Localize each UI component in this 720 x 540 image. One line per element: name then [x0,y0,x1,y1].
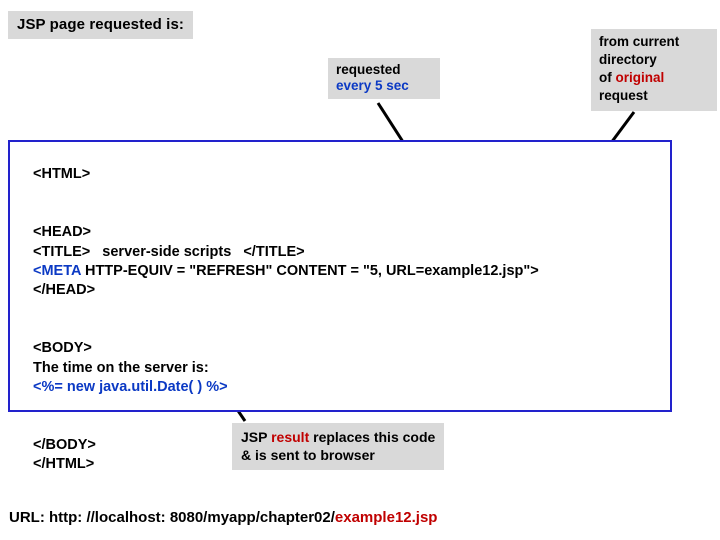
code-line-body-close: </BODY> [33,436,96,453]
origin-note-line2: directory [599,52,657,67]
url-plain: http: //localhost: 8080/myapp/chapter02/ [44,509,335,526]
code-listing-text: <HTML> <HEAD> <TITLE> server-side script… [33,146,539,475]
origin-note-line1: from current [599,34,680,49]
code-line-html-open: <HTML> [33,166,91,183]
page-title-text: JSP page requested is: [17,16,184,33]
code-line-scriptlet: <%= new java.util.Date( ) %> [33,379,228,396]
refresh-note-line1: requested [336,62,401,77]
origin-directory-callout: from current directory of original reque… [591,29,717,111]
code-line-body-open: <BODY> [33,340,92,357]
code-listing-box [8,140,672,412]
code-line-title: <TITLE> server-side scripts </TITLE> [33,243,305,260]
origin-note-line3-accent: original [615,70,665,85]
page-title-callout: JSP page requested is: [8,11,193,39]
result-note-accent: result [271,429,310,445]
result-note-suffix: replaces this code [309,429,436,445]
code-line-meta-rest: HTTP-EQUIV = "REFRESH" CONTENT = "5, URL… [80,263,539,280]
url-accent: example12.jsp [334,509,438,526]
code-line-head-close: </HEAD> [33,282,96,299]
jsp-result-callout: JSP result replaces this code & is sent … [232,423,445,470]
code-line-time-text: The time on the server is: [33,359,209,376]
result-note-line2: & is sent to browser [241,447,375,463]
url-label: URL: [9,509,45,526]
code-line-html-close: </HTML> [33,456,95,473]
code-line-head-open: <HEAD> [33,224,92,241]
refresh-note-line2: every 5 sec [336,78,409,93]
refresh-interval-callout: requested every 5 sec [328,58,440,99]
origin-note-line3-prefix: of [599,70,616,85]
code-line-meta-tag: <META [33,263,81,280]
url-line: URL: http: //localhost: 8080/myapp/chapt… [9,509,437,526]
result-note-prefix: JSP [241,429,272,445]
origin-note-line4: request [599,88,648,103]
